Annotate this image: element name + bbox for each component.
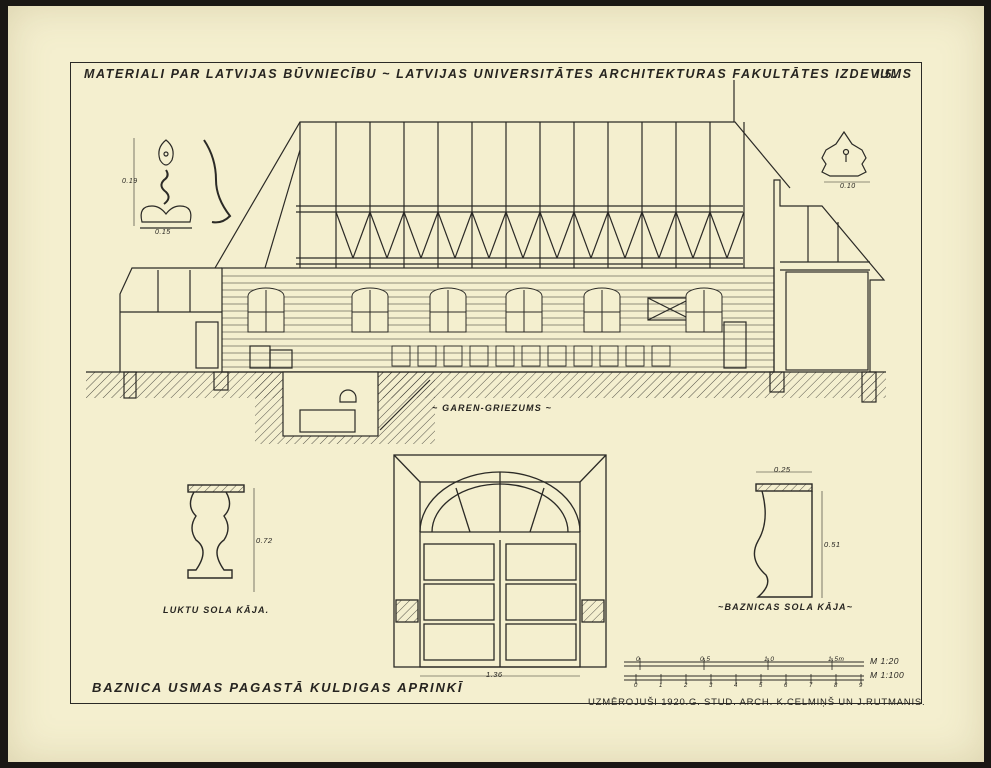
roof-posts	[335, 122, 745, 268]
scale-tick-label: 0	[634, 683, 638, 689]
ground-hatch	[86, 372, 886, 398]
bench-foot-right	[753, 471, 823, 598]
truss-brace	[454, 211, 473, 259]
truss-brace	[641, 211, 660, 259]
survey-credit: UZMĒROJUŠI 1920.G. STUD. ARCH. K.CELMIŅŠ…	[588, 697, 926, 708]
lock-width-dim: 0.10	[840, 183, 856, 190]
scale-tick-label: 4	[734, 683, 738, 689]
truss-brace	[590, 211, 609, 259]
cellar	[282, 371, 379, 437]
scale-100-label: M 1:100	[870, 670, 905, 680]
truss-brace	[403, 211, 422, 259]
scale-tick-label: 1	[659, 683, 663, 689]
pew-end	[547, 345, 567, 367]
bench-right-label: ~BAZNICAS SOLA KĀJA~	[718, 602, 854, 612]
section-label: ~ GAREN-GRIEZUMS ~	[432, 403, 553, 413]
scale-tick-label: 0	[636, 656, 641, 663]
gate-elevation	[393, 454, 607, 677]
window	[351, 287, 389, 333]
truss-brace	[675, 211, 694, 259]
truss-brace	[437, 211, 456, 259]
truss-brace	[607, 211, 626, 259]
truss-brace	[692, 211, 711, 259]
truss-brace	[352, 211, 371, 259]
truss-brace	[658, 211, 677, 259]
window	[583, 287, 621, 333]
scale-tick-label: 0.5	[700, 656, 711, 663]
scale-tick-label: 6	[784, 683, 788, 689]
pew-end	[443, 345, 463, 367]
vestry-left	[119, 267, 222, 372]
bench-left-height-dim: 0.72	[256, 536, 273, 545]
scale-tick-label: 2	[684, 683, 688, 689]
scale-ticks	[635, 658, 862, 684]
scale-tick-label: 1.0	[764, 656, 775, 663]
bench-right-top-dim: 0.25	[774, 465, 791, 474]
truss-brace	[539, 211, 558, 259]
church-section	[86, 80, 886, 444]
scale-tick-label: 7	[809, 683, 813, 689]
truss-brace	[556, 211, 575, 259]
nave-door	[723, 321, 747, 369]
pew-end	[651, 345, 671, 367]
truss-brace	[335, 211, 354, 259]
truss-brace	[709, 211, 728, 259]
window	[505, 287, 543, 333]
cellar-stairs	[379, 379, 431, 431]
pew-end	[625, 345, 645, 367]
drawing-frame	[70, 62, 922, 704]
truss-brace	[522, 211, 541, 259]
nave-windows	[247, 287, 723, 333]
scale-tick-label: 9	[859, 683, 863, 689]
scale-tick-label: 8	[834, 683, 838, 689]
drawing-caption: BAZNICA USMAS PAGASTĀ KULDIGAS APRINKĪ	[92, 680, 464, 695]
truss-brace	[420, 211, 439, 259]
lock-plate-detail	[821, 130, 870, 183]
pew-row	[391, 345, 671, 367]
window	[429, 287, 467, 333]
annex-boarding	[785, 271, 869, 371]
truss-brace	[369, 211, 388, 259]
pew-end	[469, 345, 489, 367]
truss-brace	[624, 211, 643, 259]
window	[247, 287, 285, 333]
truss-brace	[488, 211, 507, 259]
truss-brace	[505, 211, 524, 259]
roof-truss	[214, 121, 791, 269]
truss-brace	[573, 211, 592, 259]
truss-brace	[726, 211, 745, 259]
annex-right	[773, 179, 886, 372]
hinge-height-dim: 0.19	[122, 178, 138, 185]
scale-bar	[624, 661, 864, 681]
bench-left-label: LUKTU SOLA KĀJA.	[163, 605, 270, 615]
scale-tick-label: 1.5m	[828, 656, 845, 663]
scale-20-label: M 1:20	[870, 656, 899, 666]
sheet-header: MATERIALI PAR LATVIJAS BŪVNIECĪBU ~ LATV…	[84, 67, 913, 81]
pew-end	[417, 345, 437, 367]
sheet-number: I.5.	[876, 67, 897, 81]
wall-boards	[222, 275, 774, 368]
vestry-door	[195, 321, 219, 369]
truss-brace	[386, 211, 405, 259]
pew-end	[495, 345, 515, 367]
window	[685, 287, 723, 333]
gate-width-dim: 1.36	[486, 670, 503, 679]
pew-end	[573, 345, 593, 367]
pew-end	[391, 345, 411, 367]
truss-brace	[471, 211, 490, 259]
bench-right-height-dim: 0.51	[824, 540, 841, 549]
hinge-width-dim: 0.15	[155, 229, 171, 236]
scale-tick-label: 3	[709, 683, 713, 689]
pew-end	[599, 345, 619, 367]
bench-foot-left	[187, 484, 255, 592]
pew-end	[521, 345, 541, 367]
hinge-detail	[133, 138, 232, 229]
scale-tick-label: 5	[759, 683, 763, 689]
